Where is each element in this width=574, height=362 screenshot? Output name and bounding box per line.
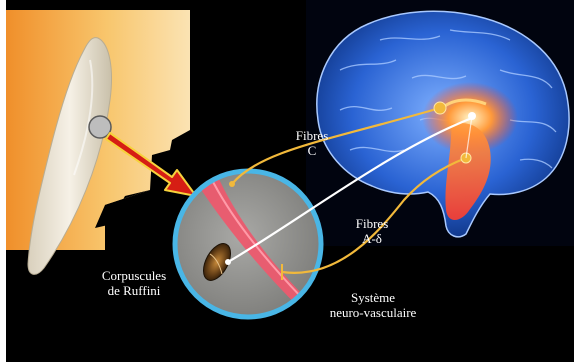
fiber-c-brain-node bbox=[434, 102, 446, 114]
label-fibres-ad-line2: A-δ bbox=[342, 231, 402, 246]
label-ruffini-line2: de Ruffini bbox=[84, 283, 184, 298]
zoom-circle bbox=[175, 168, 321, 318]
label-fibres-ad-line1: Fibres bbox=[342, 216, 402, 231]
label-ruffini: Corpuscules de Ruffini bbox=[84, 268, 184, 298]
label-system-line2: neuro-vasculaire bbox=[318, 305, 428, 320]
label-fibres-c-line1: Fibres bbox=[282, 128, 342, 143]
label-fibres-ad: Fibres A-δ bbox=[342, 216, 402, 246]
label-ruffini-line1: Corpuscules bbox=[84, 268, 184, 283]
label-fibres-c-line2: C bbox=[282, 143, 342, 158]
fiber-c-start-dot bbox=[229, 181, 235, 187]
label-fibres-c: Fibres C bbox=[282, 128, 342, 158]
fiber-c-ruffini-dot bbox=[225, 259, 231, 265]
brain-image bbox=[306, 0, 574, 246]
label-system: Système neuro-vasculaire bbox=[318, 290, 428, 320]
label-system-line1: Système bbox=[318, 290, 428, 305]
